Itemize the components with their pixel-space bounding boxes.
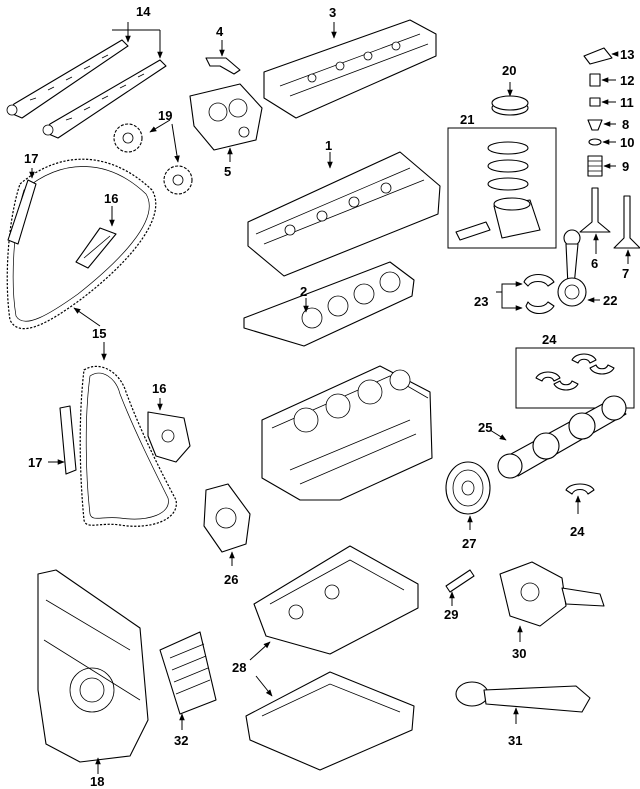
valve-seal[interactable] bbox=[588, 138, 602, 146]
leader-15a bbox=[73, 307, 101, 327]
callout-3: 3 bbox=[329, 5, 336, 20]
callout-30: 30 bbox=[512, 646, 526, 661]
callout-14: 14 bbox=[136, 4, 151, 19]
callout-15: 15 bbox=[92, 326, 106, 341]
callout-21: 21 bbox=[460, 112, 474, 127]
rocker-arm[interactable] bbox=[583, 47, 613, 65]
callout-26: 26 bbox=[224, 572, 238, 587]
piston-ring-set[interactable] bbox=[491, 95, 529, 116]
valve-cover[interactable] bbox=[263, 19, 437, 119]
leader-28b bbox=[255, 675, 273, 697]
leader-23b bbox=[501, 292, 523, 311]
callout-25: 25 bbox=[478, 420, 492, 435]
exhaust-valve[interactable] bbox=[613, 195, 640, 249]
callout-20: 20 bbox=[502, 63, 516, 78]
callout-6: 6 bbox=[591, 256, 598, 271]
oil-pickup-tube[interactable] bbox=[455, 681, 591, 713]
callout-13: 13 bbox=[620, 47, 634, 62]
intake-valve[interactable] bbox=[579, 187, 611, 233]
callout-29: 29 bbox=[444, 607, 458, 622]
callout-17-upper: 17 bbox=[24, 151, 38, 166]
head-gasket[interactable] bbox=[243, 261, 415, 347]
main-bearing-set[interactable] bbox=[535, 353, 615, 391]
chain-guide-upper[interactable] bbox=[7, 179, 37, 245]
leader-25 bbox=[489, 429, 507, 441]
sensor-part[interactable] bbox=[205, 57, 241, 75]
callout-12: 12 bbox=[620, 73, 634, 88]
callout-2: 2 bbox=[300, 284, 307, 299]
oil-plug[interactable] bbox=[445, 569, 475, 593]
callout-16-lower: 16 bbox=[152, 381, 166, 396]
callout-17-lower: 17 bbox=[28, 455, 42, 470]
camshaft-pair[interactable] bbox=[6, 39, 167, 139]
timing-chain-upper[interactable] bbox=[6, 158, 157, 330]
leader-19a bbox=[149, 119, 171, 133]
lash-adjuster[interactable] bbox=[589, 73, 601, 87]
leader-23a bbox=[496, 281, 523, 293]
callout-22: 22 bbox=[603, 293, 617, 308]
callout-32: 32 bbox=[174, 733, 188, 748]
oil-cooler[interactable] bbox=[159, 631, 217, 715]
valve-keeper[interactable] bbox=[589, 97, 601, 107]
callout-7: 7 bbox=[622, 266, 629, 281]
callout-4: 4 bbox=[216, 24, 224, 39]
vacuum-pump-cover[interactable] bbox=[189, 83, 263, 151]
callout-16-upper: 16 bbox=[104, 191, 118, 206]
piston-kit[interactable] bbox=[455, 141, 541, 241]
callout-18: 18 bbox=[90, 774, 104, 789]
connecting-rod-bearing[interactable] bbox=[523, 273, 555, 315]
valve-spring[interactable] bbox=[587, 155, 603, 177]
oil-pump[interactable] bbox=[499, 561, 605, 627]
callout-9: 9 bbox=[622, 159, 629, 174]
oil-pan-upper[interactable] bbox=[253, 545, 419, 655]
valve-spring-retainer[interactable] bbox=[587, 119, 603, 131]
callout-1: 1 bbox=[325, 138, 332, 153]
cam-sprocket-pair[interactable] bbox=[113, 123, 193, 195]
engine-block[interactable] bbox=[261, 365, 433, 501]
crankshaft[interactable] bbox=[497, 395, 627, 479]
timing-chain-lower[interactable] bbox=[79, 365, 177, 527]
callout-8: 8 bbox=[622, 117, 629, 132]
callout-31: 31 bbox=[508, 733, 522, 748]
chain-guide-lower[interactable] bbox=[59, 405, 77, 475]
thrust-bearing[interactable] bbox=[565, 483, 595, 495]
crankshaft-pulley[interactable] bbox=[445, 461, 491, 515]
oil-pan-lower[interactable] bbox=[245, 671, 415, 771]
leader-19b bbox=[171, 123, 180, 163]
leader-28a bbox=[249, 641, 271, 661]
callout-19: 19 bbox=[158, 108, 172, 123]
piston-kit-frame bbox=[447, 127, 557, 249]
chain-tensioner-rail-upper[interactable] bbox=[75, 227, 117, 269]
timing-cover[interactable] bbox=[37, 569, 149, 763]
callout-23: 23 bbox=[474, 294, 488, 309]
cylinder-head[interactable] bbox=[247, 151, 441, 277]
callout-24-upper: 24 bbox=[542, 332, 557, 347]
connecting-rod[interactable] bbox=[557, 229, 587, 307]
chain-tensioner-lower[interactable] bbox=[147, 411, 191, 463]
callout-11: 11 bbox=[620, 95, 634, 110]
callout-27: 27 bbox=[462, 536, 476, 551]
callout-5: 5 bbox=[224, 164, 231, 179]
main-bearing-frame bbox=[515, 347, 635, 409]
callout-28: 28 bbox=[232, 660, 246, 675]
callout-10: 10 bbox=[620, 135, 634, 150]
callout-24-lower: 24 bbox=[570, 524, 585, 539]
front-seal-housing[interactable] bbox=[203, 483, 251, 553]
